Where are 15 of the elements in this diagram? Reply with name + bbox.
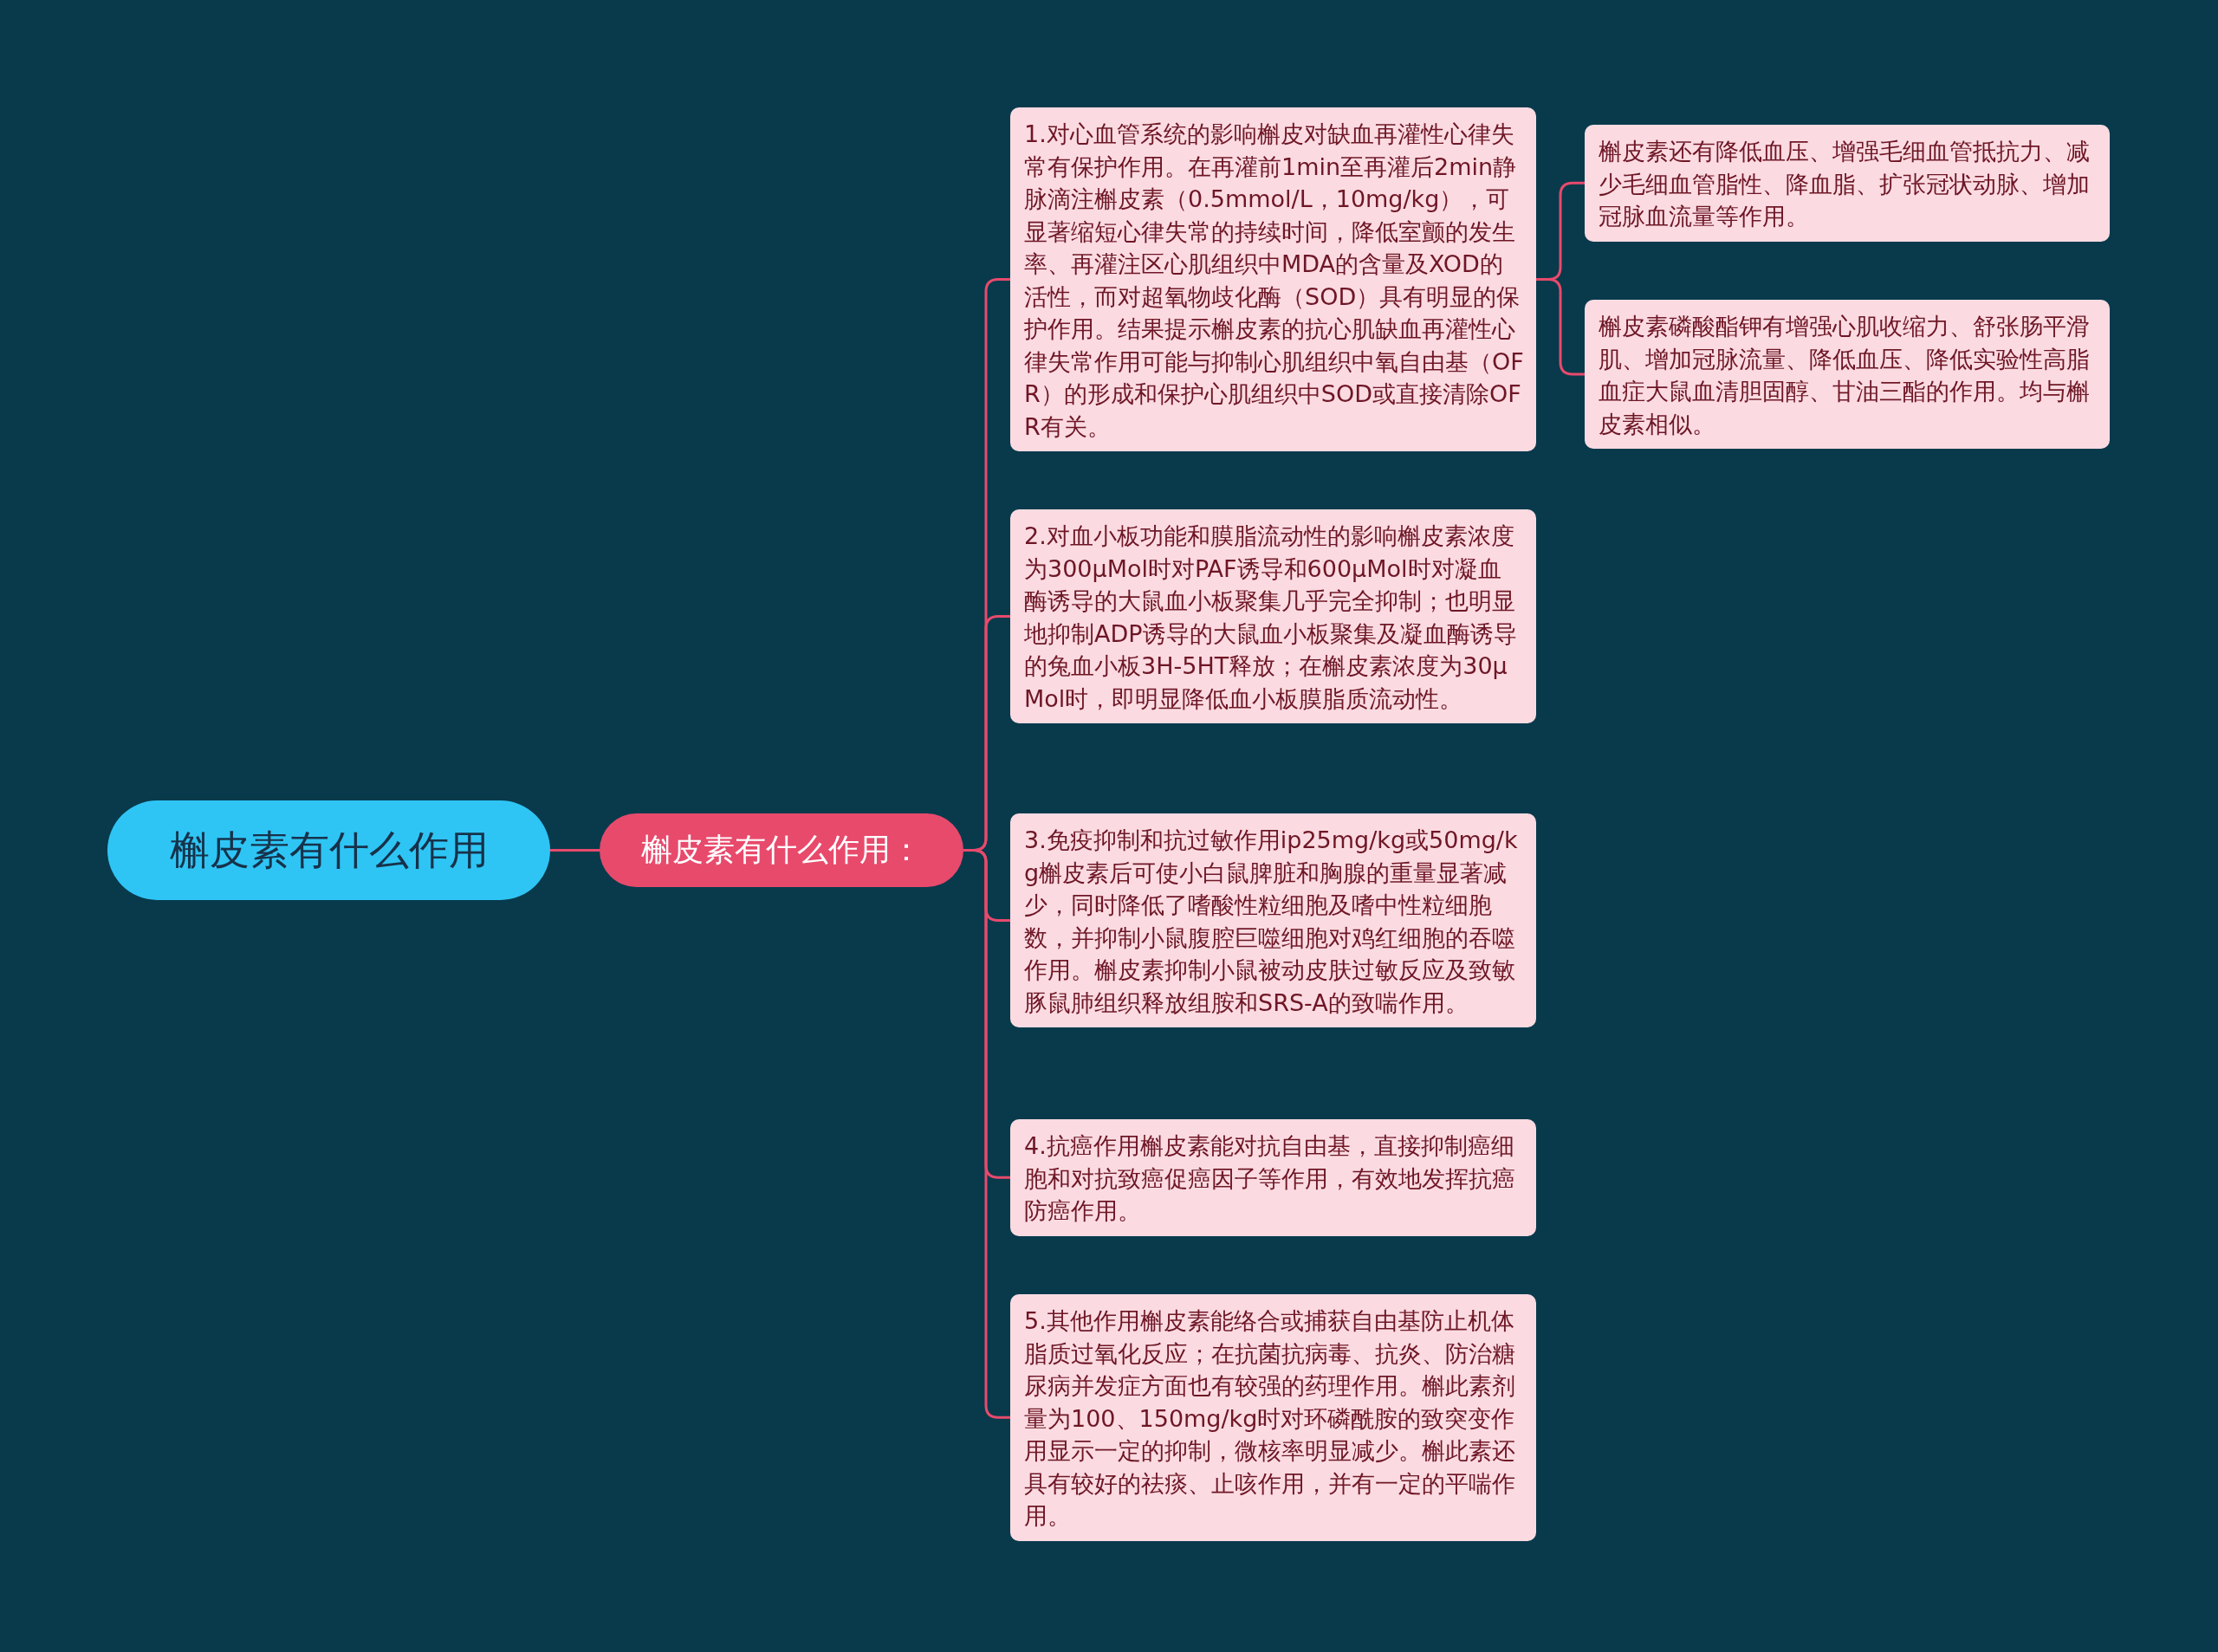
node-text: 槲皮素磷酸酯钾有增强心肌收缩力、舒张肠平滑肌、增加冠脉流量、降低血压、降低实验性高脂血症大鼠血清胆固醇、甘油三酯的作用。均与槲皮素相似。 xyxy=(1599,312,2091,439)
node-text: 槲皮素有什么作用： xyxy=(641,831,922,869)
node-text: 4.抗癌作用槲皮素能对抗自由基，直接抑制癌细胞和对抗致癌促癌因子等作用，有效地发挥抗癌防癌作用。 xyxy=(1024,1131,1516,1226)
note-card xyxy=(1010,1119,1536,1236)
node-text: 5.其他作用槲皮素能络合或捕获自由基防止机体脂质过氧化反应；在抗菌抗病毒、抗炎、防治糖尿病并发症方面也有较强的药理作用。槲此素剂量为100、150mg/kg时对环磷酰胺的致突变作用显示一定的抑制，微核率明显减少。槲此素还具有较好的祛痰、止咳作用，并有一定的平喘作用。 xyxy=(1024,1306,1516,1531)
note-card xyxy=(1585,125,2110,242)
node-text: 槲皮素有什么作用 xyxy=(169,825,489,875)
node-text: 3.免疫抑制和抗过敏作用ip25mg/kg或50mg/kg槲皮素后可使小白鼠脾脏和胸腺的重量显著减少，同时降低了嗜酸性粒细胞及嗜中性粒细胞数，并抑制小鼠腹腔巨噬细胞对鸡红细胞的吞噬作用。槲皮素抑制小鼠被动皮肤过敏反应及致敏豚鼠肺组织释放组胺和SRS-A的致喘作用。 xyxy=(1024,826,1519,1018)
connector-line xyxy=(550,849,600,852)
note-card xyxy=(1010,509,1536,723)
node-text: 1.对心血管系统的影响槲皮对缺血再灌性心律失常有保护作用。在再灌前1min至再灌后2min静脉滴注槲皮素（0.5mmol/L，10mg/kg），可显著缩短心律失常的持续时间，降低室颤的发生率、再灌注区心肌组织中MDA的含量及XOD的活性，而对超氧物歧化酶（SOD）具有明显的保护作用。结果提示槲皮素的抗心肌缺血再灌性心律失常作用可能与抑制心肌组织中氧自由基（OFR）的形成和保护心肌组织中SOD或直接清除OFR有关。 xyxy=(1024,120,1524,442)
node-text: 2.对血小板功能和膜脂流动性的影响槲皮素浓度为300μMol时对PAF诱导和600μMol时对凝血酶诱导的大鼠血小板聚集几乎完全抑制；也明显地抑制ADP诱导的大鼠血小板聚集及凝血酶诱导的兔血小板3H-5HT释放；在槲皮素浓度为30μMol时，即明显降低血小板膜脂质流动性。 xyxy=(1024,522,1518,714)
node-text: 槲皮素还有降低血压、增强毛细血管抵抗力、减少毛细血管脂性、降血脂、扩张冠状动脉、增加冠脉血流量等作用。 xyxy=(1599,137,2091,231)
note-card xyxy=(1585,300,2110,449)
note-card xyxy=(1010,813,1536,1027)
